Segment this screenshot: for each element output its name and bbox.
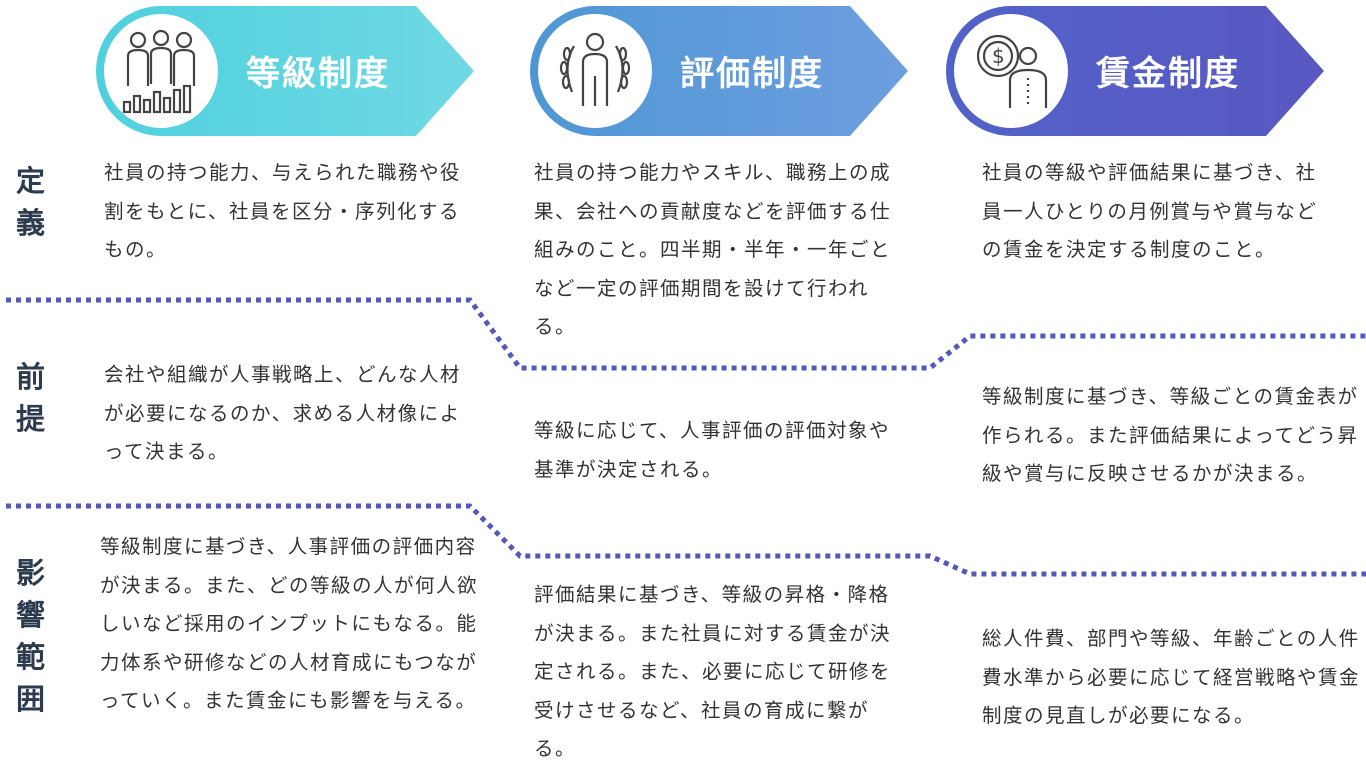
cell-evaluation-definition: 社員の持つ能力やスキル、職務上の成果、会社への貢献度などを評価する仕組みのこと。…: [534, 161, 892, 338]
cell-grade-scope: 等級制度に基づき、人事評価の評価内容が決まる。また、どの等級の人が何人欲しいなど…: [100, 535, 479, 712]
row-label-definition: 定 義: [16, 164, 46, 240]
people-group-chart-icon: [104, 14, 218, 128]
header-title: 賃金制度: [1096, 54, 1240, 94]
cell-wage-scope: 総人件費、部門や等級、年齢ごとの人件費水準から必要に応じて経営戦略や賃金制度の見…: [982, 627, 1361, 727]
svg-text:$: $: [992, 44, 1005, 68]
header-wage-system: $ 賃金制度: [946, 6, 1326, 136]
laurel-person-icon: [538, 14, 652, 128]
cell-grade-definition: 社員の持つ能力、与えられた職務や役割をもとに、社員を区分・序列化するもの。: [104, 161, 462, 261]
cell-evaluation-scope: 評価結果に基づき、等級の昇格・降格が決まる。また社員に対する賃金が決定される。ま…: [534, 583, 892, 760]
header-grade-system: 等級制度: [96, 6, 476, 136]
money-person-icon: $: [954, 14, 1068, 128]
header-evaluation-system: 評価制度: [530, 6, 910, 136]
cell-wage-definition: 社員の等級や評価結果に基づき、社員一人ひとりの月例賞与や賞与などの賃金を決定する…: [982, 161, 1318, 261]
cell-wage-premise: 等級制度に基づき、等級ごとの賃金表が作られる。また評価結果によってどう昇級や賞与…: [982, 385, 1359, 485]
header-title: 等級制度: [246, 54, 390, 94]
row-label-premise: 前 提: [16, 360, 46, 436]
row-label-scope: 影 響 範 囲: [16, 556, 46, 716]
header-title: 評価制度: [680, 54, 824, 94]
cell-grade-premise: 会社や組織が人事戦略上、どんな人材が必要になるのか、求める人材像によって決まる。: [104, 363, 462, 463]
cell-evaluation-premise: 等級に応じて、人事評価の評価対象や基準が決定される。: [534, 419, 891, 481]
